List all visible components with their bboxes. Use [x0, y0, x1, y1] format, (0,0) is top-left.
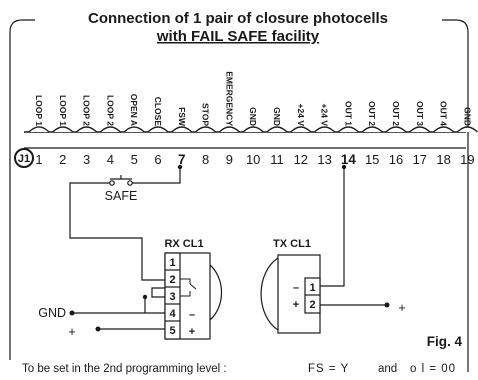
terminal-label: EMERGENCY	[224, 71, 234, 126]
svg-text:+: +	[293, 299, 299, 311]
terminal-number: 13	[317, 152, 331, 167]
terminal-label: +24 V	[296, 104, 306, 127]
svg-text:5: 5	[169, 325, 175, 337]
svg-text:and: and	[378, 363, 397, 375]
wiring	[69, 167, 387, 330]
terminal-screw	[242, 126, 264, 133]
terminal-number: 17	[413, 152, 427, 167]
svg-text:–: –	[293, 282, 299, 294]
j1-badge: J1	[14, 148, 34, 168]
svg-text:1: 1	[309, 282, 315, 294]
terminal-screw	[361, 126, 383, 133]
terminal-number: 9	[226, 152, 233, 167]
svg-text:o l = 00: o l = 00	[410, 363, 456, 375]
svg-text:FS = Y: FS = Y	[308, 363, 349, 375]
terminal-number: 2	[59, 152, 66, 167]
title-line-2: with FAIL SAFE facility	[156, 28, 320, 45]
tx-label: TX CL1	[273, 238, 311, 250]
terminal-screw	[314, 126, 336, 133]
terminal-screw	[195, 126, 217, 133]
terminal-number: 1	[35, 152, 42, 167]
terminal-screw	[76, 126, 98, 133]
terminal-label: LOOP 2	[105, 95, 115, 126]
terminal-label: OUT 2	[367, 101, 377, 126]
terminal-number: 4	[107, 152, 114, 167]
terminal-label: OPEN A	[129, 94, 139, 126]
terminal-screw	[409, 126, 431, 133]
terminal-screw	[28, 126, 50, 133]
terminal-screw	[52, 126, 74, 133]
programming-note: To be set in the 2nd programming level :…	[22, 363, 456, 375]
diagram-frame	[9, 19, 469, 372]
svg-text:4: 4	[169, 308, 176, 320]
terminal-label: LOOP 2	[82, 95, 92, 126]
terminal-number: 14	[341, 152, 357, 167]
terminal-screw	[171, 126, 193, 133]
terminal-label: STOP	[201, 103, 211, 126]
terminal-number: 15	[365, 152, 379, 167]
terminal-number: 6	[154, 152, 161, 167]
terminal-screw	[290, 126, 312, 133]
terminal-number: 8	[202, 152, 209, 167]
terminal-label: OUT 1	[343, 101, 353, 126]
terminal-number: 10	[246, 152, 260, 167]
terminal-label: LOOP 1	[34, 95, 44, 126]
terminal-label-group: LOOP 1 LOOP 1 LOOP 2 LOOP 2 OPEN A CLOSE FSW ST…	[34, 71, 472, 127]
terminal-number: 19	[460, 152, 474, 167]
terminal-label: LOOP 1	[58, 95, 68, 126]
svg-text:2: 2	[169, 274, 175, 286]
svg-text:3: 3	[169, 291, 175, 303]
terminal-label: +24 V	[320, 104, 330, 127]
terminal-screw	[99, 126, 121, 133]
terminal-screw	[218, 126, 240, 133]
rx-unit: RX CL1 1 2 3 4 5 – +	[164, 238, 223, 340]
svg-text:2: 2	[309, 299, 315, 311]
title-line-1: Connection of 1 pair of closure photocel…	[88, 10, 388, 27]
figure-label: Fig. 4	[427, 334, 463, 349]
safe-label: SAFE	[105, 189, 138, 203]
terminal-number: 7	[178, 152, 186, 167]
plus-label: +	[68, 325, 75, 339]
terminal-label: GND	[248, 107, 258, 126]
terminal-screw	[123, 126, 145, 133]
terminal-label: OUT 3	[415, 101, 425, 126]
terminal-number: 18	[436, 152, 450, 167]
terminal-number: 16	[389, 152, 403, 167]
tx-plus-label: +	[398, 301, 405, 315]
terminal-screw	[385, 126, 407, 133]
nodes	[69, 164, 390, 332]
terminal-label: GND	[462, 107, 472, 126]
svg-text:J1: J1	[18, 153, 30, 165]
svg-text:–: –	[189, 309, 195, 321]
terminal-screw	[456, 126, 478, 133]
gnd-label: GND	[38, 306, 66, 320]
terminal-screw	[433, 126, 455, 133]
svg-text:+: +	[189, 326, 195, 338]
terminal-screw	[337, 126, 359, 133]
terminal-number: 12	[294, 152, 308, 167]
terminal-label: OUT 2	[391, 101, 401, 126]
tx-unit: TX CL1 1 2 – +	[260, 238, 321, 334]
terminal-label: OUT 4	[439, 101, 449, 126]
terminal-number: 5	[131, 152, 138, 167]
terminal-label: FSW	[177, 107, 187, 127]
terminal-number: 3	[83, 152, 90, 167]
terminal-screw	[147, 126, 169, 133]
terminal-label: CLOSE	[153, 97, 163, 127]
safe-contact: SAFE	[105, 175, 138, 203]
svg-text:1: 1	[169, 257, 175, 269]
terminal-number: 11	[270, 152, 284, 167]
terminal-strip	[24, 126, 478, 149]
terminal-label: GND	[272, 107, 282, 126]
svg-text:To be set in the 2nd programmi: To be set in the 2nd programming level :	[22, 363, 227, 375]
rx-label: RX CL1	[164, 238, 203, 250]
terminal-screw	[266, 126, 288, 133]
